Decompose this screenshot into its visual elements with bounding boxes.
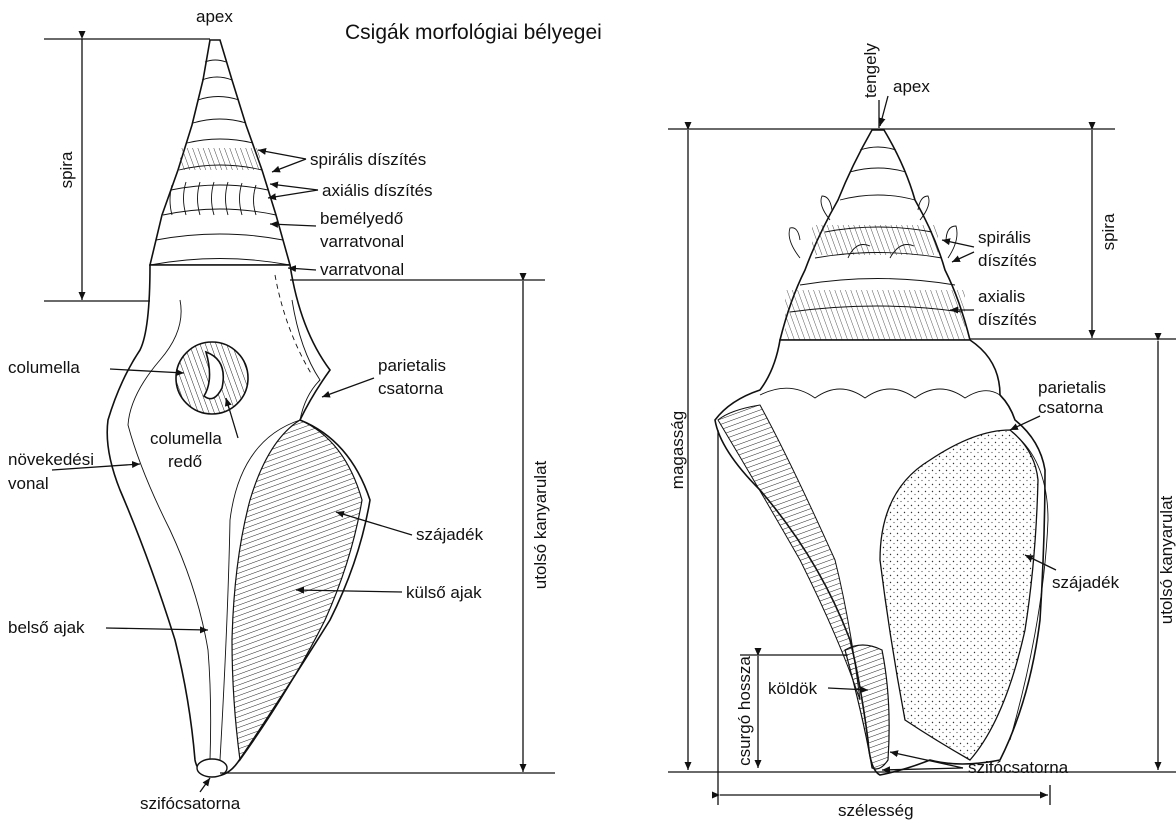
right-label-parietalis-line1: parietalis bbox=[1038, 378, 1106, 397]
left-label-axialis-diszites: axiális díszítés bbox=[322, 181, 433, 200]
left-label-columella-redo-line2: redő bbox=[168, 452, 202, 471]
left-label-columella-redo-line1: columella bbox=[150, 429, 222, 448]
right-label-spiralis-line2: díszítés bbox=[978, 251, 1037, 270]
right-label-magassag: magasság bbox=[668, 411, 687, 489]
left-label-apex: apex bbox=[196, 7, 233, 26]
left-label-varratvonal: varratvonal bbox=[320, 260, 404, 279]
left-label-novekedesi-line2: vonal bbox=[8, 474, 49, 493]
right-label-koldok: köldök bbox=[768, 679, 818, 698]
left-label-columella: columella bbox=[8, 358, 80, 377]
left-label-spiralis-diszites: spirális díszítés bbox=[310, 150, 426, 169]
right-label-szifocsatorna: szifócsatorna bbox=[968, 758, 1069, 777]
right-shell-drawing bbox=[715, 130, 1048, 775]
left-label-novekedesi-line1: növekedési bbox=[8, 450, 94, 469]
right-label-apex: apex bbox=[893, 77, 930, 96]
right-label-tengely: tengely bbox=[861, 43, 880, 98]
left-label-belso-ajak: belső ajak bbox=[8, 618, 85, 637]
left-label-szifocsatorna: szifócsatorna bbox=[140, 794, 241, 813]
left-label-bemelyedo-line2: varratvonal bbox=[320, 232, 404, 251]
left-label-bemelyedo-line1: bemélyedő bbox=[320, 209, 403, 228]
right-label-parietalis-line2: csatorna bbox=[1038, 398, 1104, 417]
right-label-spiralis-line1: spirális bbox=[978, 228, 1031, 247]
diagram-title: Csigák morfológiai bélyegei bbox=[345, 21, 602, 44]
right-label-csurgo-hossza: csurgó hossza bbox=[735, 656, 754, 766]
right-label-spira: spira bbox=[1099, 213, 1118, 250]
left-label-parietalis-line2: csatorna bbox=[378, 379, 444, 398]
right-label-szajadek: szájadék bbox=[1052, 573, 1120, 592]
left-label-spira: spira bbox=[57, 151, 76, 188]
left-label-parietalis-line1: parietalis bbox=[378, 356, 446, 375]
left-label-szajadek: szájadék bbox=[416, 525, 484, 544]
left-label-kulso-ajak: külső ajak bbox=[406, 583, 482, 602]
right-label-axialis-line1: axialis bbox=[978, 287, 1025, 306]
right-label-axialis-line2: díszítés bbox=[978, 310, 1037, 329]
left-label-utolso-kanyarulat: utolsó kanyarulat bbox=[531, 460, 550, 589]
right-label-utolso-kanyarulat: utolsó kanyarulat bbox=[1157, 495, 1176, 624]
right-label-szelesseg: szélesség bbox=[838, 801, 914, 820]
